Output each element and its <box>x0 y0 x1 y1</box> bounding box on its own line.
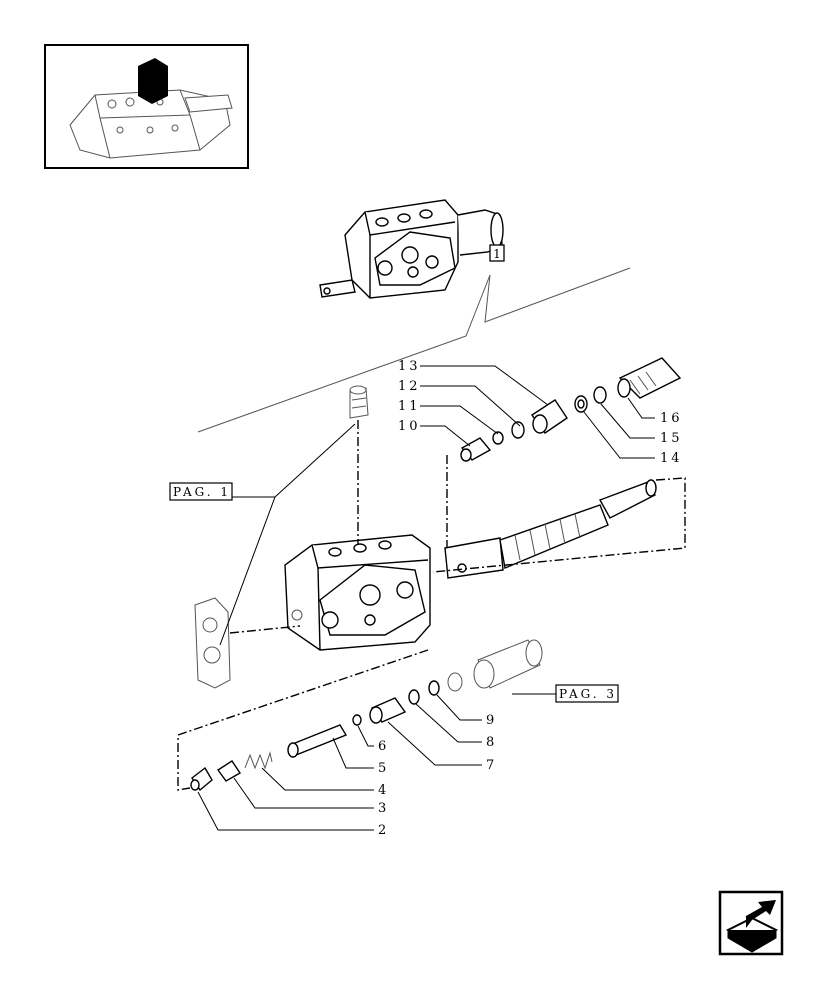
page-ref-leader-1b <box>274 423 356 498</box>
leader-2 <box>197 791 374 831</box>
reference-box-1 <box>489 244 505 262</box>
callout-14: 14 <box>660 451 683 466</box>
plug-part <box>349 385 369 419</box>
spool-part <box>444 479 657 579</box>
assembly-line-bracket <box>229 625 301 634</box>
part-10-plunger <box>460 437 492 462</box>
part-4-spring <box>244 751 273 770</box>
callout-3: 3 <box>378 801 389 816</box>
part-3-seat <box>216 760 241 782</box>
part-2-cap <box>190 766 213 792</box>
part-12-oring <box>511 421 525 439</box>
leader-8 <box>415 703 482 743</box>
part-15-oring <box>593 386 607 404</box>
leader-9 <box>436 694 482 721</box>
callout-13: 13 <box>398 359 421 374</box>
leader-6 <box>357 725 374 747</box>
valve-assembly-overview <box>319 199 504 299</box>
assembly-line-lower <box>177 649 429 791</box>
valve-section-body <box>284 534 431 651</box>
assembly-location-thumbnail-icon[interactable] <box>44 44 249 169</box>
next-page-arrow-icon[interactable] <box>718 890 784 956</box>
lever-bracket-part <box>194 597 231 689</box>
part-13-sleeve <box>531 399 568 434</box>
leader-13 <box>420 365 549 406</box>
callout-16: 16 <box>660 411 683 426</box>
assembly-line-right <box>432 477 686 573</box>
callout-9: 9 <box>486 713 497 728</box>
part-5-piston <box>287 724 348 758</box>
part-8-washer <box>408 689 420 705</box>
page-ref-box-1[interactable] <box>169 482 233 501</box>
callout-10: 10 <box>398 419 421 434</box>
pag-3-cap-part <box>447 639 543 692</box>
part-7-sleeve <box>369 697 407 724</box>
leader-12 <box>420 385 521 427</box>
callout-5: 5 <box>378 761 389 776</box>
part-16-plug <box>617 357 682 399</box>
callout-12: 12 <box>398 379 421 394</box>
leader-5 <box>332 737 374 769</box>
leader-15 <box>600 403 655 439</box>
part-9-oring <box>428 680 440 696</box>
part-6-ring <box>352 714 362 726</box>
leader-14 <box>583 411 655 459</box>
page-ref-leader-1a <box>219 496 276 646</box>
part-14-washer <box>574 395 588 413</box>
section-break-line <box>197 267 631 433</box>
leader-4 <box>261 767 374 791</box>
callout-15: 15 <box>660 431 683 446</box>
callout-8: 8 <box>486 735 497 750</box>
callout-2: 2 <box>378 823 389 838</box>
part-11-ring <box>492 431 504 445</box>
reference-box-1-label: 1 <box>493 247 501 261</box>
callout-7: 7 <box>486 758 497 773</box>
leader-3 <box>233 777 374 809</box>
leader-16 <box>627 397 655 419</box>
leader-11 <box>420 405 499 435</box>
page-ref-label-3: PAG. 3 <box>559 687 617 701</box>
callout-11: 11 <box>398 399 421 414</box>
callout-6: 6 <box>378 739 389 754</box>
leader-10 <box>420 425 471 447</box>
leader-7 <box>387 721 482 766</box>
callout-4: 4 <box>378 783 389 798</box>
page-ref-label-1: PAG. 1 <box>173 485 231 499</box>
